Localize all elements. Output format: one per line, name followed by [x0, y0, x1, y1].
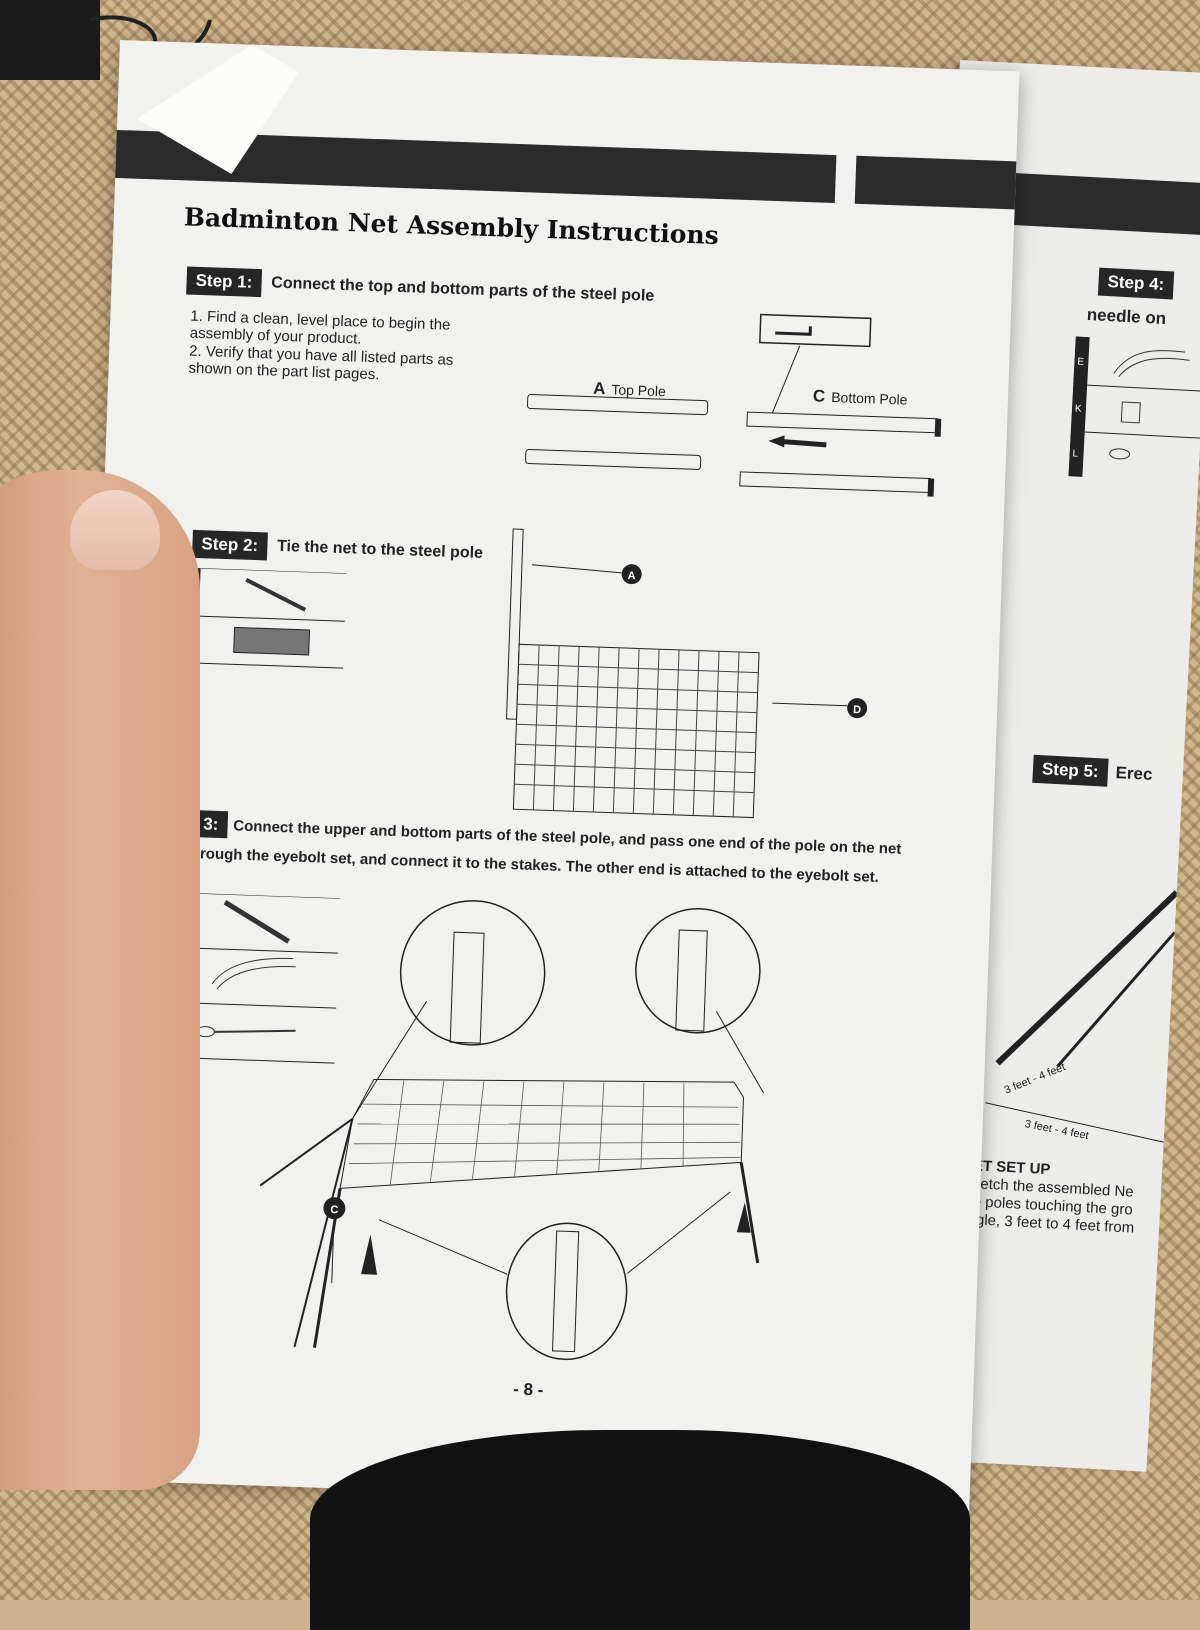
step1-tag: Step 1: [186, 266, 262, 298]
callout-d [847, 698, 868, 719]
thumb [0, 470, 200, 1490]
part-k-label: K [1075, 403, 1083, 414]
callout-a-text: A [627, 570, 635, 582]
callout-a [621, 564, 642, 585]
detail-circle-bottom [505, 1222, 628, 1361]
net-setup-text: NET SET UP Stretch the assembled Ne the … [959, 1157, 1138, 1238]
up-arrow-left [361, 1234, 378, 1275]
step5-header: Step 5: Erec [1032, 754, 1153, 789]
bottom-pole-1 [746, 411, 938, 434]
detail-circle-left [399, 900, 546, 1046]
callout-c-pointer [331, 1223, 335, 1284]
up-arrow-right [736, 1202, 751, 1233]
right-page: Step 4: needle on E K L Step 5: Erec 3 f… [886, 60, 1200, 1472]
step4-text: needle on [1086, 305, 1167, 329]
bottom-pole-2 [739, 471, 931, 494]
left-detail-pointer [352, 1001, 428, 1120]
eyebolt-icon [1109, 448, 1131, 460]
bottom-detail-pointer-left [378, 1219, 508, 1275]
dim-label-2: 3 feet - 4 feet [1024, 1118, 1090, 1142]
step4-tag: Step 4: [1097, 267, 1174, 300]
right-detail-pointer [716, 1011, 765, 1094]
step5-text: Erec [1115, 763, 1153, 785]
stake-icon [211, 957, 296, 990]
bottom-detail-pointer-right [626, 1191, 731, 1274]
part-l-label: L [1072, 448, 1079, 459]
stake-icon [1113, 350, 1190, 378]
net-mesh [514, 644, 759, 817]
assembly-arrow [776, 438, 827, 448]
net-setup-diagram: 3 feet - 4 feet 3 feet - 4 feet [985, 890, 1178, 1143]
bracket-icon [1120, 401, 1141, 424]
net-pointer [772, 702, 848, 707]
instruction-page: Badminton Net Assembly Instructions Step… [69, 40, 1020, 1511]
page-title: Badminton Net Assembly Instructions [183, 202, 720, 251]
top-pole-1 [526, 394, 709, 416]
step2-parts-table: A D [183, 567, 347, 669]
step5-tag: Step 5: [1032, 754, 1109, 787]
top-pole-2 [525, 449, 702, 470]
dark-fabric [310, 1430, 970, 1630]
right-pole [739, 1162, 760, 1264]
page-number: - 8 - [512, 1379, 544, 1400]
step1-header: Step 1: Connect the top and bottom parts… [186, 266, 655, 310]
step2-title: Tie the net to the steel pole [276, 537, 484, 562]
steel-pole [506, 528, 524, 720]
bottom-pole-icon [223, 900, 290, 944]
step2-tag: Step 2: [191, 529, 268, 561]
header-band [1011, 172, 1200, 239]
callout-c-text: C [330, 1204, 338, 1216]
pole-joint-detail [759, 313, 872, 348]
step2-net-diagram: A D [506, 528, 868, 819]
step4-header: Step 4: [1097, 267, 1174, 300]
step4-parts-table: E K L [1068, 336, 1200, 477]
header-band-right [854, 155, 1017, 210]
net-mesh-3d [348, 1080, 741, 1186]
dim-label-1: 3 feet - 4 feet [1003, 1061, 1068, 1096]
net-icon [233, 626, 311, 656]
step3-assembly-diagram: C [259, 900, 765, 1361]
callout-d-text: D [853, 704, 861, 716]
detail-pointer-line [771, 345, 801, 414]
pole-pointer [531, 564, 622, 574]
step2-header: Step 2: Tie the net to the steel pole [191, 529, 484, 568]
guy-line-left [259, 1117, 354, 1187]
step1-instructions: 1. Find a clean, level place to begin th… [188, 308, 470, 387]
top-pole-icon [245, 577, 307, 612]
part-e-label: E [1077, 357, 1085, 368]
detail-circle-right [635, 907, 761, 1034]
callout-c [323, 1197, 346, 1220]
thumbnail [70, 490, 160, 570]
step1-pole-diagram [525, 313, 942, 497]
step1-title: Connect the top and bottom parts of the … [271, 274, 655, 305]
